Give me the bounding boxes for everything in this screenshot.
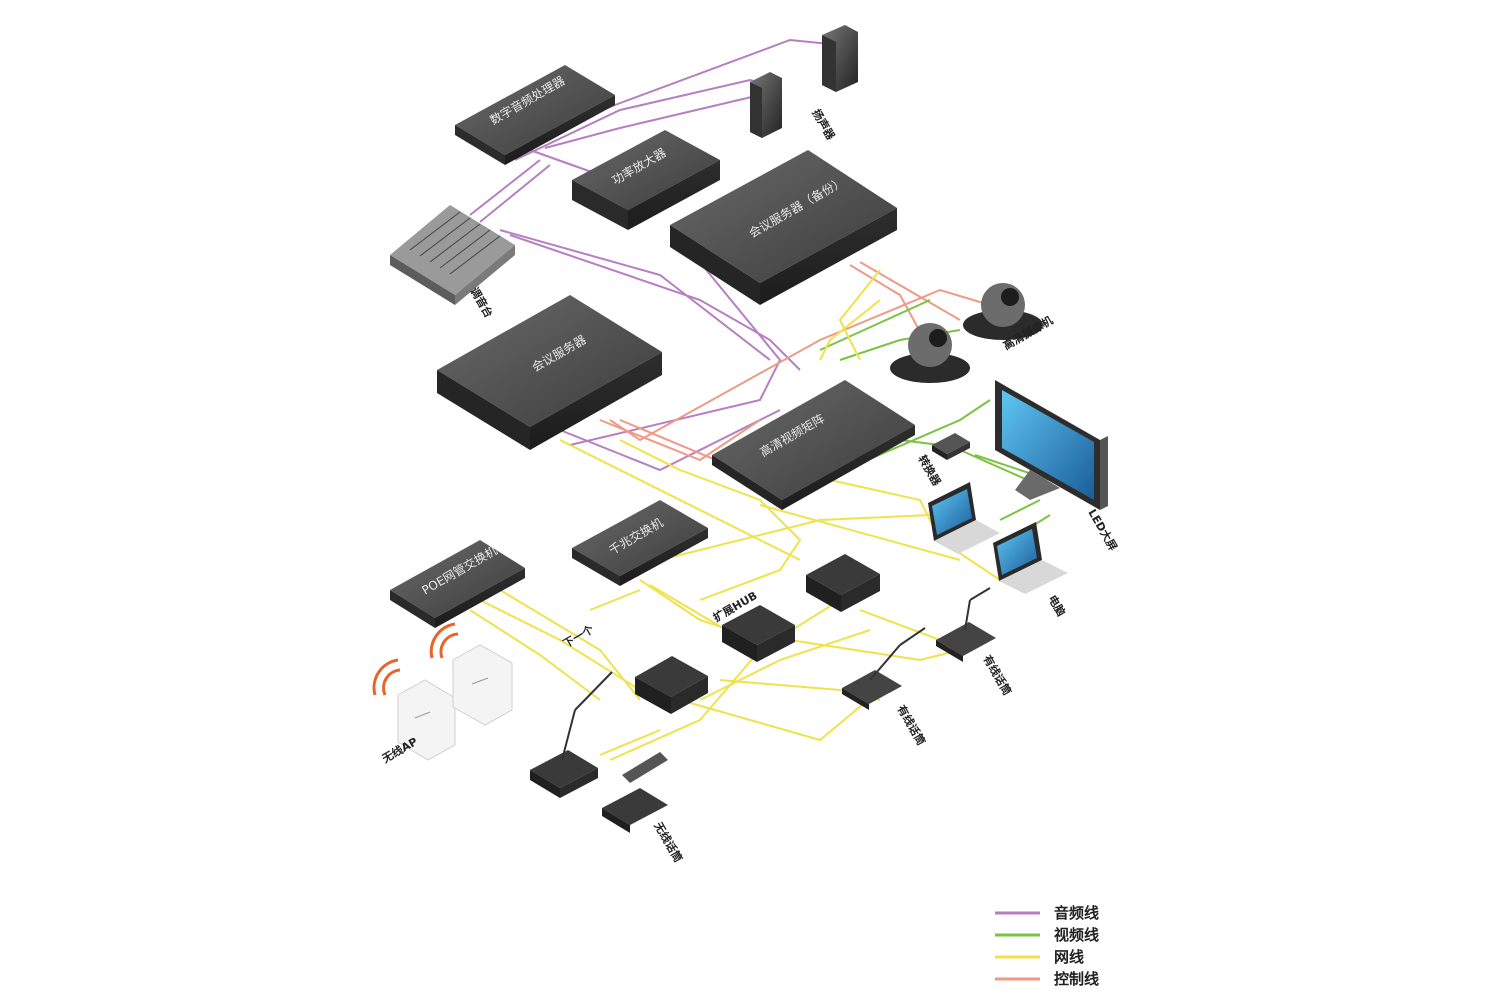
computer-label: 电脑 [1045,593,1068,619]
speaker-left [750,72,782,138]
legend: 音频线 视频线 网线 控制线 [995,904,1099,988]
video-matrix-device: 高清视频矩阵 [712,380,915,510]
wireless-mic-base [530,671,613,798]
gigabit-switch-device: 千兆交换机 [572,500,708,586]
wireless-ap-2 [429,622,513,726]
laptop-1 [928,482,1000,554]
mixer-device [390,205,515,305]
wired-mic-1 [842,627,926,710]
next-one-label: 下一个 [561,621,597,650]
legend-video-label: 视频线 [1054,926,1099,944]
poe-switch-device: POE网管交换机 [390,540,525,628]
wired-mic-2 [936,587,996,662]
hd-camera-2 [890,323,970,383]
wireless-mic-label: 无线话筒 [651,819,686,865]
audio-cables [469,38,841,472]
speakers-label: 扬声器 [809,107,838,143]
wireless-mic-handheld [602,752,668,833]
legend-network-label: 网线 [1054,948,1084,966]
video-converter-label: 转换器 [915,453,944,489]
wireless-ap-1 [372,658,456,761]
legend-audio-label: 音频线 [1054,904,1099,922]
legend-control-label: 控制线 [1054,970,1099,988]
wired-mic-1-label: 有线话筒 [894,703,928,748]
led-screen-device [995,380,1108,510]
speaker-right [822,25,858,92]
hd-camera-1 [963,283,1043,340]
hub-1 [722,605,795,662]
conference-server-device: 会议服务器 [437,295,662,450]
conference-server-backup-device: 会议服务器（备份） [670,150,897,305]
hub-2 [806,554,880,612]
video-converter-device [932,433,970,460]
wired-mic-2-label: 有线话筒 [980,653,1014,698]
digital-crossover-device: 数字音频处理器 [455,65,615,165]
led-screen-label: LED大屏 [1085,507,1120,554]
mixer-label: 调音台 [467,285,496,321]
hub-3 [635,656,708,714]
laptop-2 [993,522,1068,594]
